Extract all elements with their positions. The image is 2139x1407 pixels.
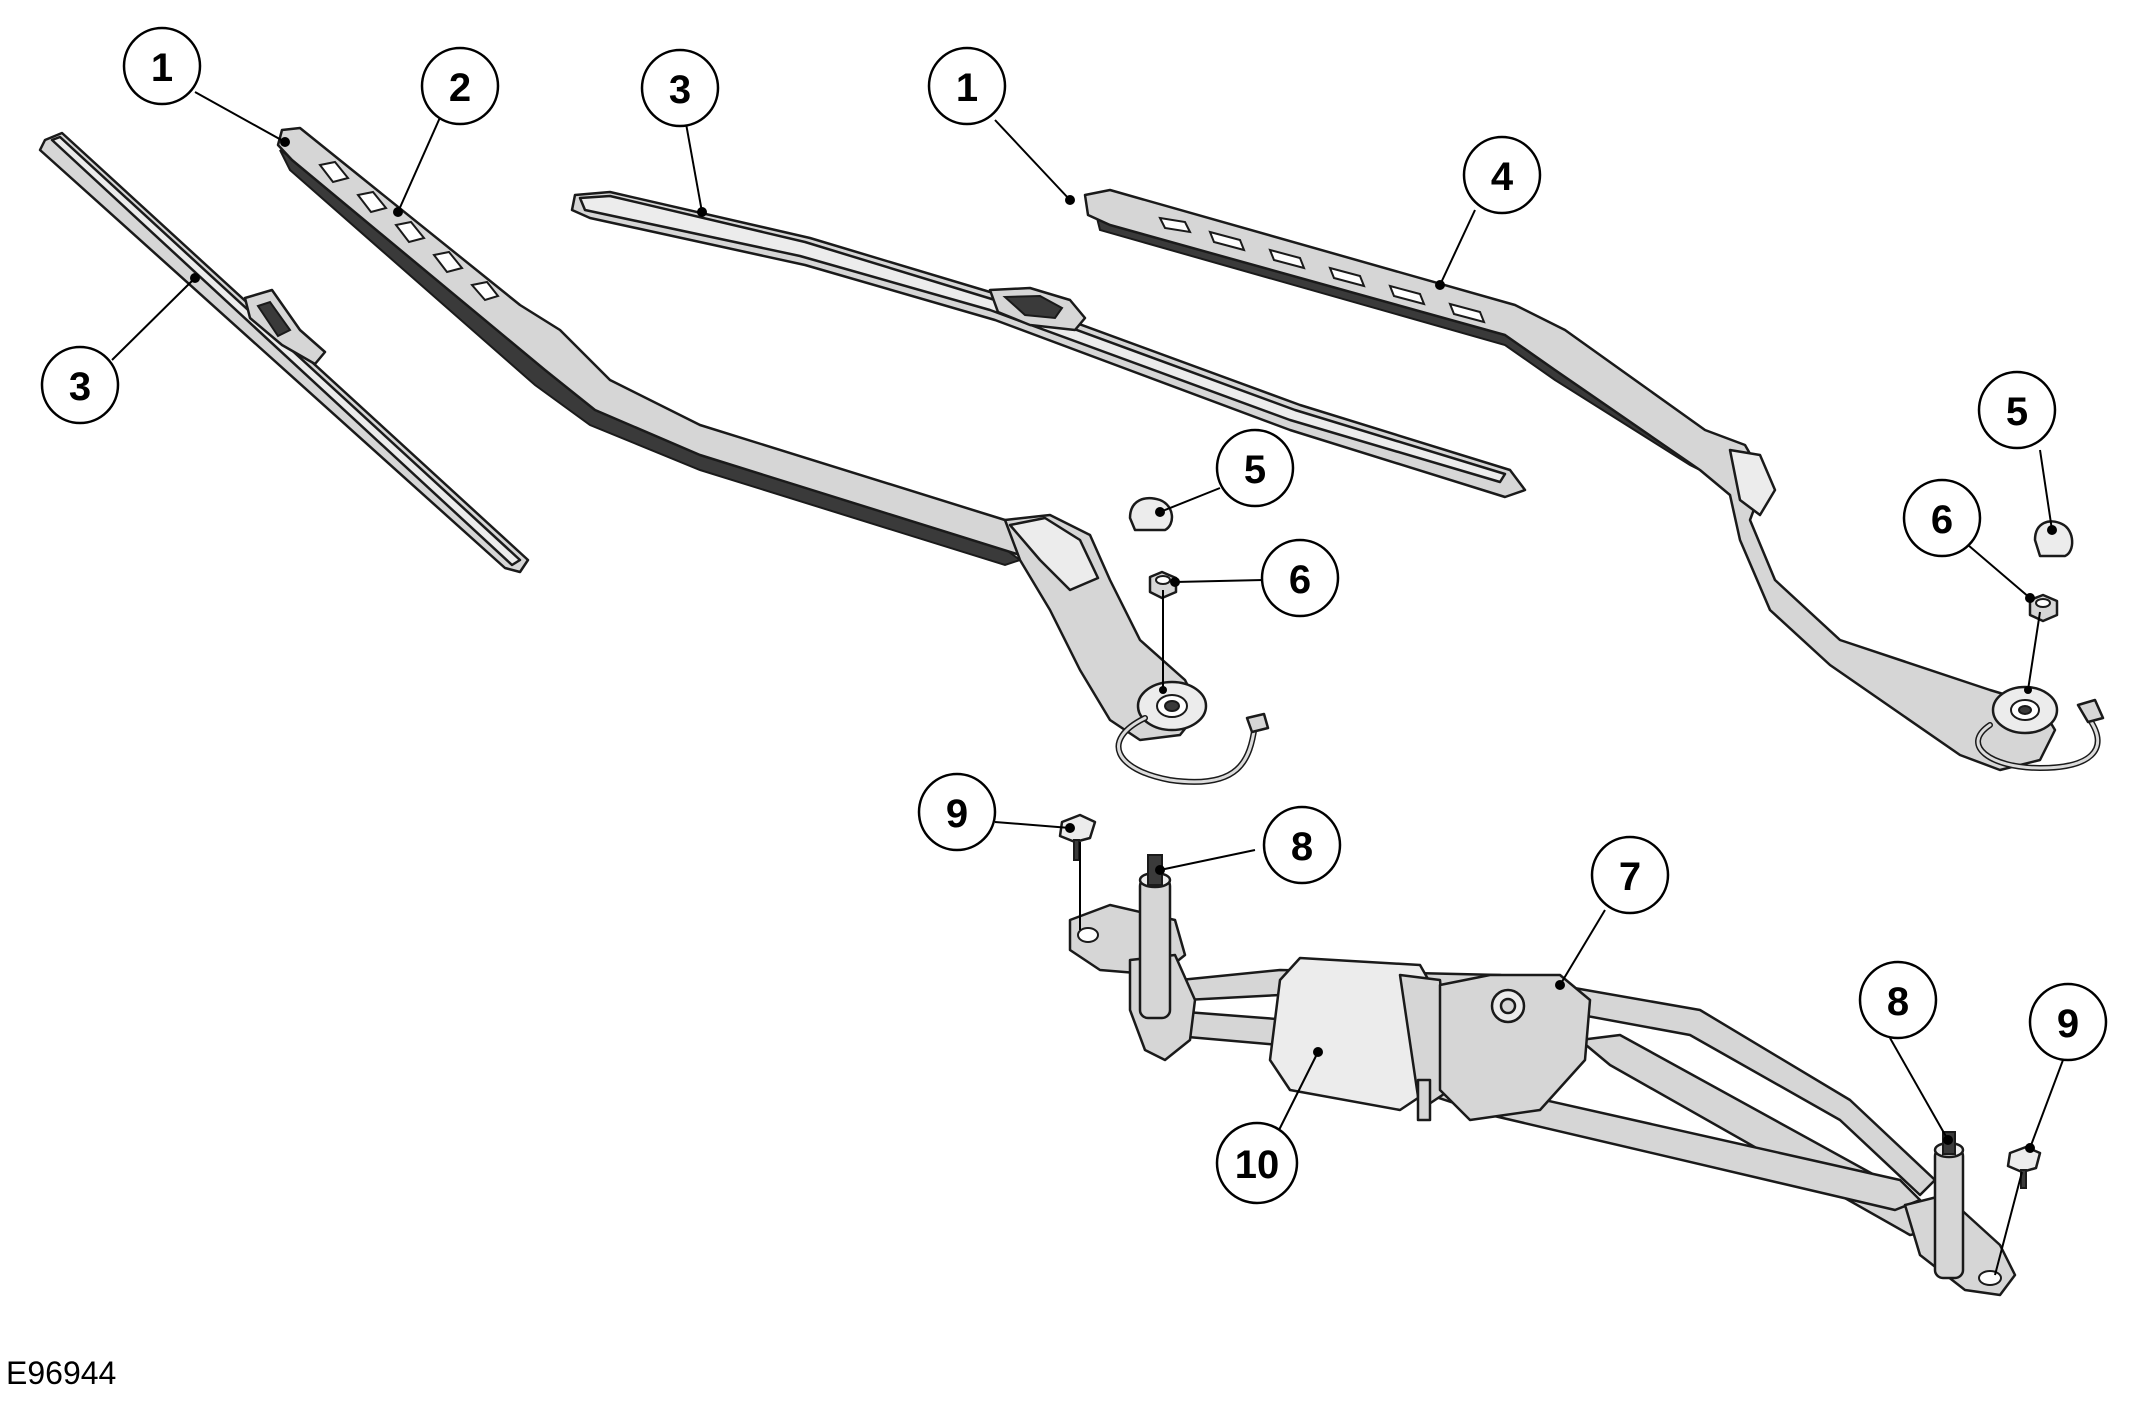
right-wiper-blade xyxy=(570,190,1527,499)
callout-label: 9 xyxy=(2057,1002,2079,1046)
callout-label: 10 xyxy=(1235,1143,1280,1187)
left-wiper-blade xyxy=(38,131,530,574)
leader-lines xyxy=(111,91,2064,1276)
callout-1-left-arm-tip: 1 xyxy=(122,26,202,106)
callout-label: 6 xyxy=(1289,558,1311,602)
callout-7: 7 xyxy=(1590,835,1670,915)
callout-label: 4 xyxy=(1491,155,1514,199)
callout-label: 3 xyxy=(69,365,91,409)
callout-label: 5 xyxy=(2006,390,2028,434)
callout-1-right-arm-tip: 1 xyxy=(927,46,1007,126)
nut-left xyxy=(1148,570,1178,600)
callout-label: 1 xyxy=(151,46,173,90)
callout-6-left: 6 xyxy=(1260,538,1340,618)
callout-label: 9 xyxy=(946,792,968,836)
callout-10: 10 xyxy=(1215,1121,1299,1205)
callout-label: 6 xyxy=(1931,498,1953,542)
callout-5-left: 5 xyxy=(1215,428,1295,508)
callout-3-middle-blade: 3 xyxy=(640,48,720,128)
wiper-linkage-motor xyxy=(1058,813,2042,1297)
callout-label: 7 xyxy=(1619,855,1641,899)
figure-id: E96944 xyxy=(6,1355,117,1391)
callout-9-left: 9 xyxy=(917,772,997,852)
callout-8-right: 8 xyxy=(1858,960,1938,1040)
callout-2: 2 xyxy=(420,46,500,126)
callout-label: 3 xyxy=(669,68,691,112)
cap-right xyxy=(2033,520,2074,558)
callout-label: 8 xyxy=(1887,980,1909,1024)
callout-4: 4 xyxy=(1462,135,1542,215)
cap-left xyxy=(1128,496,1174,532)
callout-label: 8 xyxy=(1291,825,1313,869)
callout-label: 5 xyxy=(1244,448,1266,492)
callout-3-left-blade: 3 xyxy=(40,345,120,425)
callout-9-right: 9 xyxy=(2028,982,2108,1062)
callout-label: 1 xyxy=(956,66,978,110)
callout-5-right: 5 xyxy=(1977,370,2057,450)
callout-8-left: 8 xyxy=(1262,805,1342,885)
callout-label: 2 xyxy=(449,66,471,110)
left-wiper-arm xyxy=(276,126,1270,785)
right-wiper-arm xyxy=(1083,188,2105,772)
nut-right xyxy=(2028,593,2059,623)
callout-6-right: 6 xyxy=(1902,478,1982,558)
